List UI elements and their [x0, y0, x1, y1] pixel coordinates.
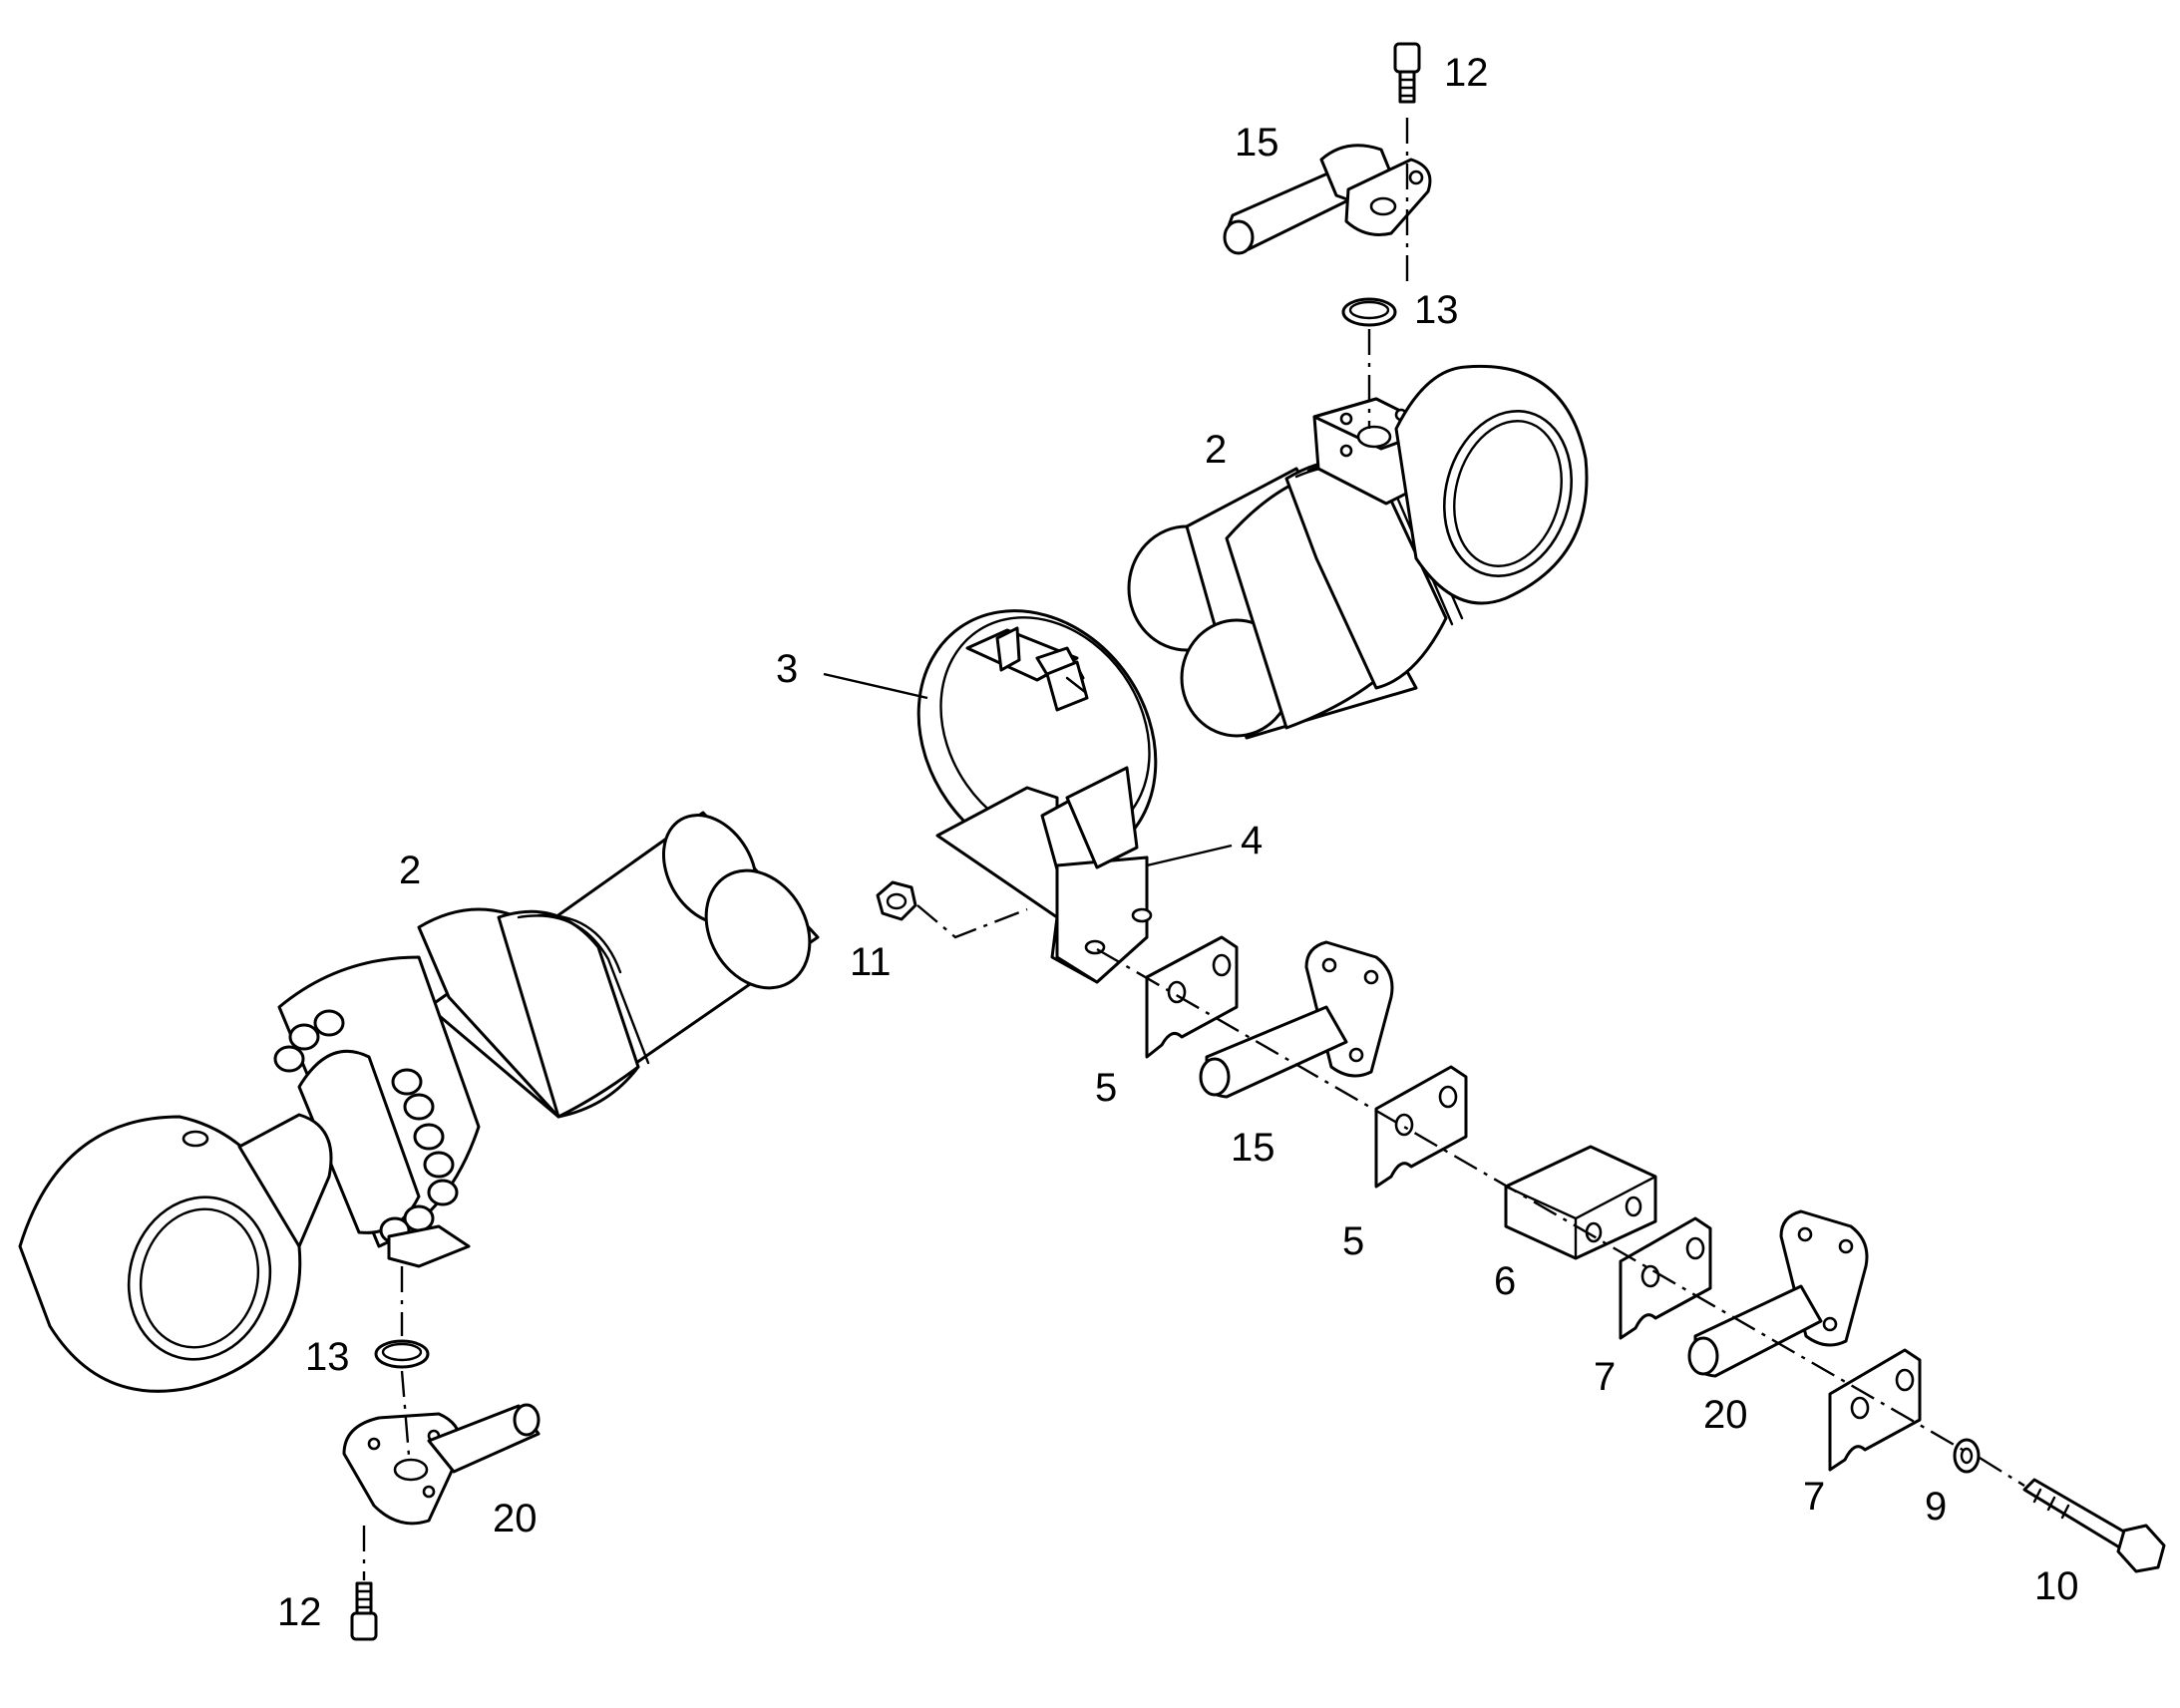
clamp-plate-5b	[1374, 1065, 1468, 1189]
callout-13-bottom: 13	[305, 1335, 350, 1379]
washer	[1953, 1438, 1981, 1474]
callout-4: 4	[1241, 819, 1263, 862]
callout-12-top: 12	[1444, 51, 1489, 95]
screw-bottom	[350, 1581, 378, 1641]
callout-5-b: 5	[1342, 1219, 1364, 1263]
callout-11: 11	[850, 940, 892, 984]
spacer-block	[1504, 1145, 1657, 1260]
callout-3: 3	[776, 647, 798, 691]
callout-7-b: 7	[1803, 1475, 1825, 1519]
cylinder-bottom	[18, 811, 820, 1393]
callout-9: 9	[1925, 1485, 1947, 1529]
callout-15-top: 15	[1235, 121, 1279, 165]
callout-labels: 12 15 13 2 3 4 2 11 5 15 5 6 7 20 7 9 10…	[277, 51, 2079, 1634]
o-ring-bottom	[374, 1339, 430, 1369]
cylinder-head-top	[1127, 364, 1589, 740]
screw-top	[1393, 42, 1421, 104]
callout-5-a: 5	[1095, 1066, 1117, 1110]
hex-bolt	[2022, 1478, 2166, 1573]
callout-15-bottom: 15	[1231, 1126, 1275, 1170]
callout-13-top: 13	[1414, 288, 1459, 332]
callout-20-right: 20	[1703, 1393, 1748, 1437]
callout-12-bottom: 12	[277, 1590, 322, 1634]
clamp-plate-5a	[1145, 935, 1239, 1059]
nut	[876, 880, 917, 921]
hose-fitting-20b	[1687, 1209, 1869, 1378]
hose-fitting-top	[1223, 144, 1432, 255]
mounting-bracket	[935, 766, 1153, 984]
callout-2-bottom: 2	[399, 849, 421, 892]
callout-7-a: 7	[1594, 1355, 1616, 1399]
callout-2-top: 2	[1205, 428, 1227, 472]
callout-20-bottom: 20	[493, 1497, 538, 1540]
callout-6: 6	[1494, 1259, 1516, 1303]
assembly-axes	[362, 118, 2025, 1580]
leader-lines	[823, 672, 1233, 867]
clamp-plate-7b	[1828, 1348, 1922, 1472]
o-ring-top	[1341, 297, 1397, 327]
callout-10: 10	[2034, 1564, 2079, 1608]
hose-fitting-bottom	[342, 1403, 541, 1526]
